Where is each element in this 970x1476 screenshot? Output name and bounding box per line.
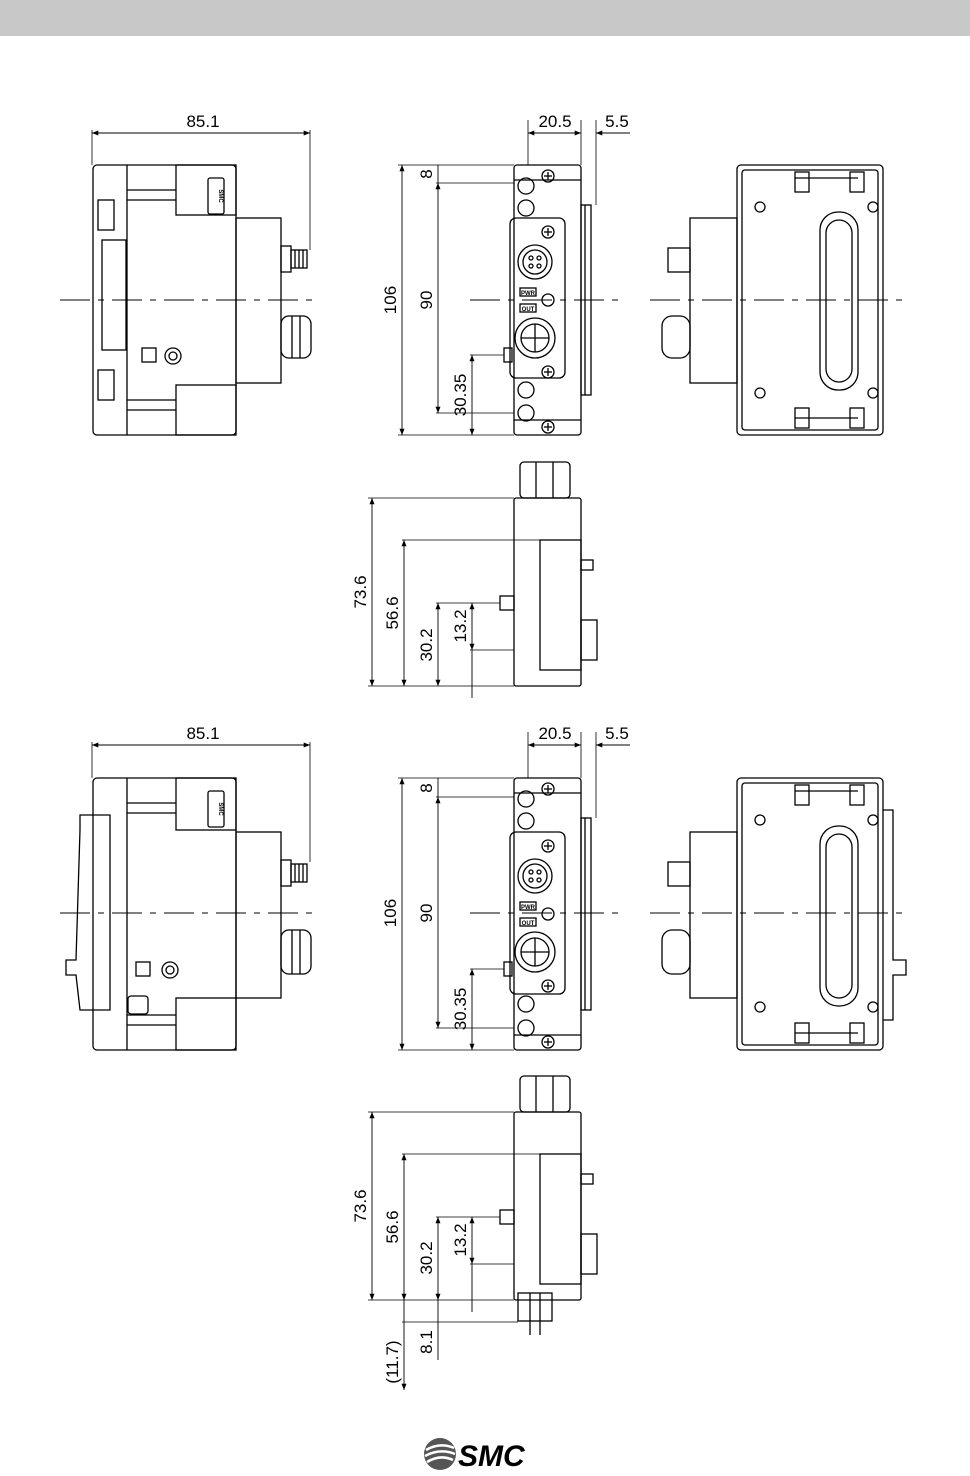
dim-30-2-a: 30.2 bbox=[417, 628, 436, 661]
view-set-a bbox=[60, 120, 905, 698]
out-label-b: OUT bbox=[522, 921, 535, 927]
dim-30-35-b: 30.35 bbox=[451, 988, 470, 1031]
dim-30-35-a: 30.35 bbox=[451, 374, 470, 417]
smc-logo-text: SMC bbox=[458, 1440, 526, 1473]
bottom-view-a bbox=[368, 462, 597, 698]
bottom-view-b bbox=[368, 1076, 597, 1390]
dim-5-5-a: 5.5 bbox=[605, 112, 629, 131]
dim-5-5-b: 5.5 bbox=[605, 724, 629, 743]
dim-106-a: 106 bbox=[381, 286, 400, 314]
dim-8-1-b: 8.1 bbox=[417, 1330, 436, 1354]
dim-56-6-a: 56.6 bbox=[383, 596, 402, 629]
smc-logo-mark bbox=[424, 1438, 456, 1470]
dim-20-5-b: 20.5 bbox=[538, 724, 571, 743]
dim-13-2-a: 13.2 bbox=[451, 609, 470, 642]
dim-20-5-a: 20.5 bbox=[538, 112, 571, 131]
dim-8-b: 8 bbox=[417, 783, 436, 792]
dim-30-2-b: 30.2 bbox=[417, 1241, 436, 1274]
out-label-a: OUT bbox=[522, 307, 535, 313]
rear-view-a bbox=[650, 165, 905, 435]
pwr-label-a: PWR bbox=[521, 291, 536, 297]
dim-90-a: 90 bbox=[417, 291, 436, 310]
side-logo-b: SMC bbox=[217, 802, 223, 816]
smc-logo: SMC bbox=[422, 1434, 552, 1474]
dim-85-1-a: 85.1 bbox=[186, 112, 219, 131]
side-view-b bbox=[60, 742, 320, 1050]
dim-56-6-b: 56.6 bbox=[383, 1210, 402, 1243]
side-logo-a: SMC bbox=[217, 189, 223, 203]
dim-106-b: 106 bbox=[381, 899, 400, 927]
dim-90-b: 90 bbox=[417, 904, 436, 923]
front-view-b bbox=[398, 732, 630, 1050]
dim-13-2-b: 13.2 bbox=[451, 1223, 470, 1256]
dim-11-7-b: (11.7) bbox=[383, 1340, 402, 1383]
dim-85-1-b: 85.1 bbox=[186, 724, 219, 743]
dim-73-6-b: 73.6 bbox=[351, 1189, 370, 1222]
pwr-label-b: PWR bbox=[521, 905, 536, 911]
rear-view-b bbox=[650, 778, 910, 1050]
side-view-a bbox=[60, 130, 320, 435]
front-view-a bbox=[398, 120, 630, 435]
dim-8-a: 8 bbox=[417, 169, 436, 178]
view-set-b bbox=[60, 732, 910, 1390]
dim-73-6-a: 73.6 bbox=[351, 575, 370, 608]
